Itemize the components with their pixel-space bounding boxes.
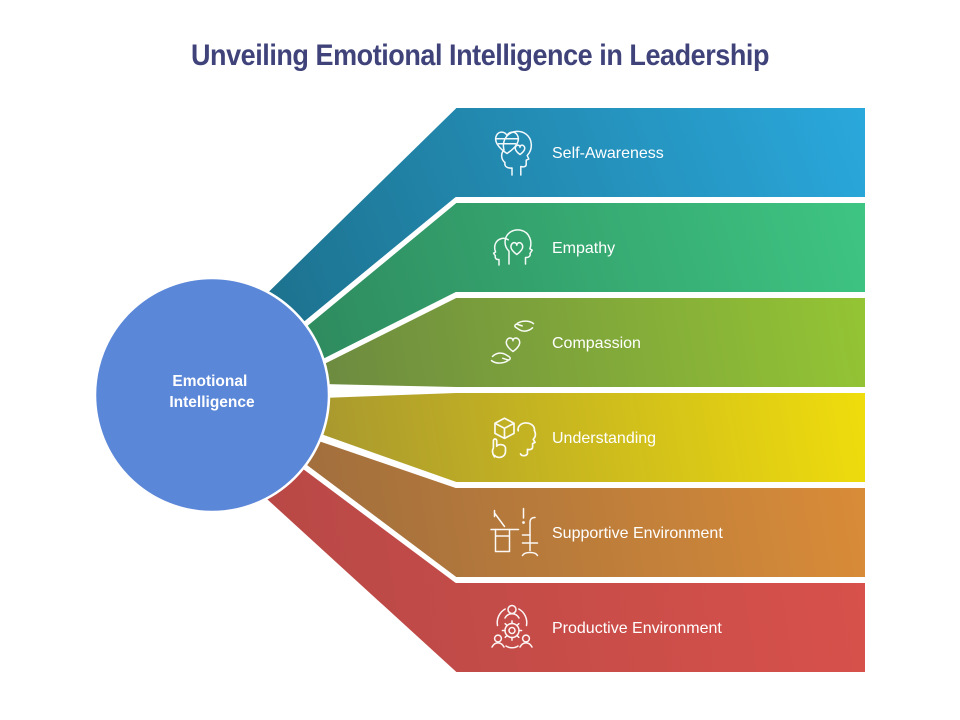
hand-cube-head-icon <box>491 417 537 459</box>
emotional-intelligence-label: Emotional Intelligence <box>169 373 255 411</box>
band-label-empathy: Empathy <box>552 240 615 257</box>
desk-and-chair-icon <box>490 507 539 557</box>
band-label-supportive-environment: Supportive Environment <box>552 525 723 542</box>
band-label-understanding: Understanding <box>552 430 656 447</box>
hands-holding-heart-icon <box>490 320 535 364</box>
hub-label-line2: Intelligence <box>169 394 255 411</box>
band-label-productive-environment: Productive Environment <box>552 620 722 637</box>
band-label-self-awareness: Self-Awareness <box>552 145 664 162</box>
two-profiles-heart-icon <box>492 229 533 266</box>
band-label-compassion: Compassion <box>552 335 641 352</box>
page-title: Unveiling Emotional Intelligence in Lead… <box>191 39 769 72</box>
team-around-gear-icon <box>491 604 533 649</box>
hub-label-line1: Emotional <box>172 373 247 390</box>
emotional-intelligence-circle <box>93 276 331 514</box>
head-with-striped-heart-icon <box>494 130 533 176</box>
